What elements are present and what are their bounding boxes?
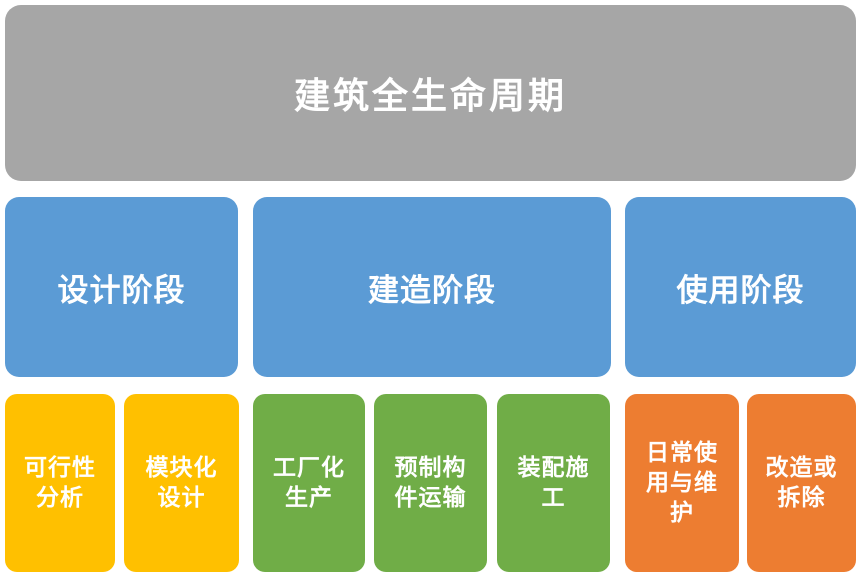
sub-label-prefab-transport: 预制构 件运输 xyxy=(394,454,467,510)
sub-box-renovation-demolition: 改造或 拆除 xyxy=(747,394,856,572)
phase-label-construction: 建造阶段 xyxy=(368,272,496,308)
sub-label-factory-production: 工厂化 生产 xyxy=(273,454,345,510)
sub-label-modular-design: 模块化 设计 xyxy=(145,454,218,510)
phase-label-design: 设计阶段 xyxy=(57,272,186,308)
title-box: 建筑全生命周期 xyxy=(5,5,856,181)
phase-box-use: 使用阶段 xyxy=(625,197,856,377)
sub-label-daily-use-maintenance: 日常使 用与维 护 xyxy=(646,439,718,525)
sub-box-assembly-construction: 装配施 工 xyxy=(497,394,610,572)
diagram-title: 建筑全生命周期 xyxy=(293,75,567,116)
sub-box-feasibility-analysis: 可行性 分析 xyxy=(5,394,115,572)
sub-box-modular-design: 模块化 设计 xyxy=(124,394,239,572)
sub-label-renovation-demolition: 改造或 拆除 xyxy=(765,454,838,510)
phase-label-use: 使用阶段 xyxy=(676,272,805,308)
sub-box-prefab-transport: 预制构 件运输 xyxy=(374,394,487,572)
sub-label-feasibility-analysis: 可行性 分析 xyxy=(24,454,96,510)
phase-box-construction: 建造阶段 xyxy=(253,197,611,377)
sub-box-factory-production: 工厂化 生产 xyxy=(253,394,365,572)
phase-box-design: 设计阶段 xyxy=(5,197,238,377)
sub-label-assembly-construction: 装配施 工 xyxy=(517,454,590,510)
sub-box-daily-use-maintenance: 日常使 用与维 护 xyxy=(625,394,739,572)
